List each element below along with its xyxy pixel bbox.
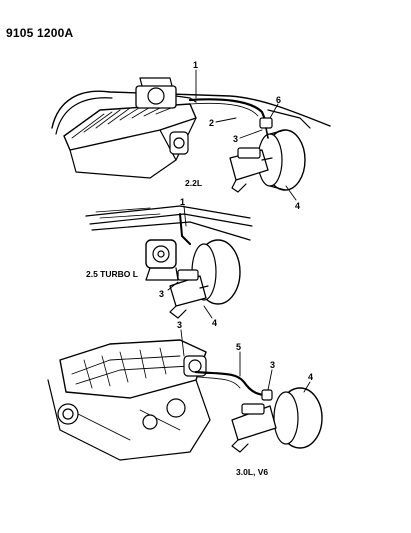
- view-3-0l-v6: [47, 329, 323, 461]
- callout-1-view2: 1: [180, 197, 185, 207]
- callout-6-view1: 6: [276, 95, 281, 105]
- diagram-code: 9105 1200A: [6, 26, 74, 40]
- callout-4-view1: 4: [295, 201, 300, 211]
- callout-4-view3: 4: [308, 372, 313, 382]
- callout-5-view3: 5: [236, 342, 241, 352]
- callout-4-view2: 4: [212, 318, 217, 328]
- caption-2-5-turbo: 2.5 TURBO L: [86, 269, 138, 279]
- callout-3-view2: 3: [159, 289, 164, 299]
- view-2-2l: [51, 69, 331, 201]
- caption-3-0l-v6: 3.0L, V6: [236, 467, 268, 477]
- caption-2-2l: 2.2L: [185, 178, 202, 188]
- callout-1-view1: 1: [193, 60, 198, 70]
- callout-2-view1: 2: [209, 118, 214, 128]
- callout-3-view1: 3: [233, 134, 238, 144]
- callout-3-view3b: 3: [270, 360, 275, 370]
- callout-3-view3a: 3: [177, 320, 182, 330]
- view-2-5-turbo: [85, 205, 253, 319]
